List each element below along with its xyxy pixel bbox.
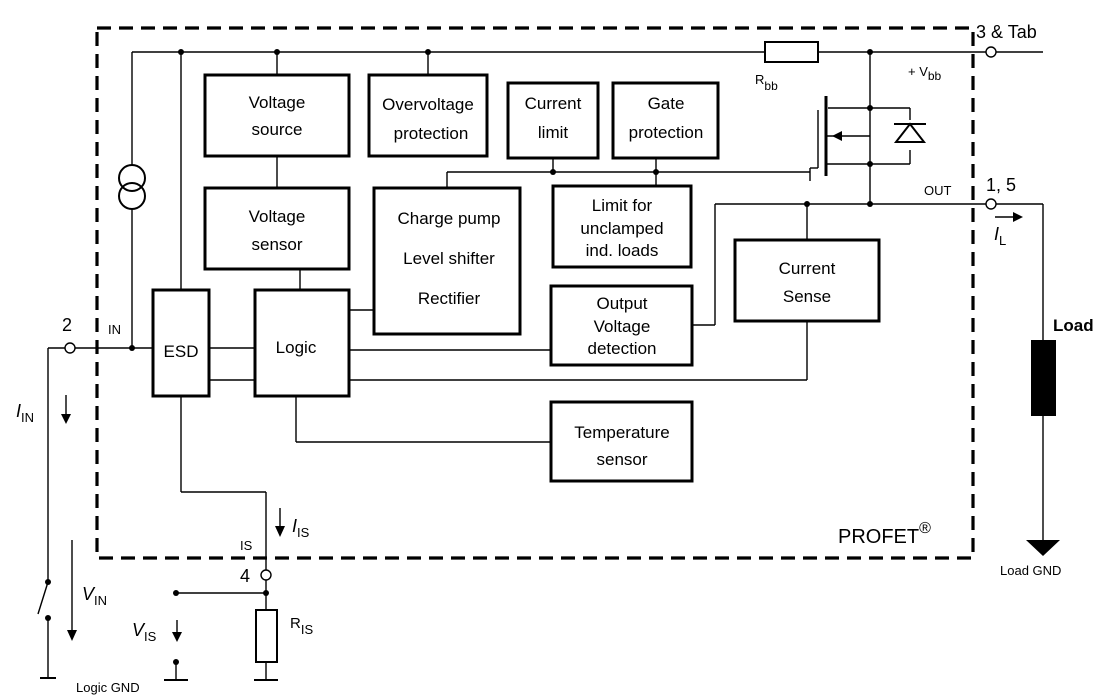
- vbb-terminal: [985, 46, 997, 58]
- overvoltage-line2: protection: [394, 124, 469, 143]
- ris-label: RIS: [290, 615, 313, 637]
- iis-label: IIS: [292, 516, 310, 540]
- block-voltage-source: Voltage source: [203, 73, 351, 158]
- rbb-resistor: [764, 41, 819, 63]
- block-current-limit: Current limit: [506, 81, 600, 160]
- rbb-label: Rbb: [755, 72, 778, 93]
- voltage-source-line2: source: [251, 120, 302, 139]
- block-gate-protection: Gate protection: [611, 81, 720, 160]
- il-arrow: [995, 212, 1023, 222]
- voltage-sensor-line2: sensor: [251, 235, 302, 254]
- out-terminal: [985, 198, 997, 210]
- overvoltage-line1: Overvoltage: [382, 95, 474, 114]
- vin-label: VIN: [82, 584, 107, 608]
- charge-pump-line3: Rectifier: [418, 289, 481, 308]
- output-voltage-line1: Output: [596, 294, 647, 313]
- current-limit-line2: limit: [538, 123, 568, 142]
- in-terminal: [64, 342, 76, 354]
- out-pin-label: 1, 5: [986, 175, 1016, 195]
- esd-label: ESD: [164, 342, 199, 361]
- charge-pump-line2: Level shifter: [403, 249, 495, 268]
- block-logic: Logic: [253, 288, 351, 398]
- voltage-source-line1: Voltage: [249, 93, 306, 112]
- load-gnd-label: Load GND: [1000, 563, 1061, 578]
- load-element: [1026, 340, 1060, 556]
- block-current-sense: Current Sense: [733, 238, 881, 323]
- logic-gnd-label: Logic GND: [76, 680, 140, 695]
- iin-label: IIN: [16, 401, 34, 425]
- out-label: OUT: [924, 183, 952, 198]
- logic-label: Logic: [276, 338, 317, 357]
- charge-pump-line1: Charge pump: [397, 209, 500, 228]
- block-limit-unclamped: Limit for unclamped ind. loads: [551, 184, 693, 269]
- is-label: IS: [240, 538, 253, 553]
- temperature-line2: sensor: [596, 450, 647, 469]
- block-charge-pump: Charge pump Level shifter Rectifier: [372, 186, 522, 336]
- vis-label: VIS: [132, 620, 157, 644]
- in-pin-label: 2: [62, 315, 72, 335]
- il-label: IL: [994, 224, 1006, 248]
- power-mosfet: [809, 52, 927, 207]
- temperature-line1: Temperature: [574, 423, 669, 442]
- current-sense-line1: Current: [779, 259, 836, 278]
- logic-wiring: [180, 204, 808, 570]
- limit-unclamped-line3: ind. loads: [586, 241, 659, 260]
- limit-unclamped-line1: Limit for: [592, 196, 653, 215]
- load-label: Load: [1053, 316, 1094, 335]
- output-voltage-line3: detection: [588, 339, 657, 358]
- is-terminal: [260, 569, 272, 581]
- limit-unclamped-line2: unclamped: [580, 219, 663, 238]
- vbb-pin-label: 3 & Tab: [976, 22, 1037, 42]
- is-pin-circuit: [164, 508, 285, 681]
- ris-resistor: [255, 609, 278, 663]
- current-source-symbol: [118, 145, 146, 348]
- in-label: IN: [108, 322, 121, 337]
- vbb-label: + Vbb: [908, 64, 942, 83]
- block-esd: ESD: [151, 288, 211, 398]
- block-output-voltage: Output Voltage detection: [549, 284, 694, 367]
- output-line: [715, 198, 1044, 340]
- profet-label: PROFET®: [838, 520, 931, 548]
- gate-protection-line1: Gate: [648, 94, 685, 113]
- gate-drive-wiring: [446, 158, 810, 188]
- block-voltage-sensor: Voltage sensor: [203, 156, 351, 290]
- current-limit-line1: Current: [525, 94, 582, 113]
- current-sense-line2: Sense: [783, 287, 831, 306]
- block-overvoltage: Overvoltage protection: [367, 73, 489, 158]
- gate-protection-line2: protection: [629, 123, 704, 142]
- in-pin-circuit: [37, 342, 153, 679]
- supply-rail: [131, 41, 1043, 290]
- output-voltage-line2: Voltage: [594, 317, 651, 336]
- is-pin-label: 4: [240, 566, 250, 586]
- block-temperature: Temperature sensor: [549, 400, 694, 483]
- voltage-sensor-line1: Voltage: [249, 207, 306, 226]
